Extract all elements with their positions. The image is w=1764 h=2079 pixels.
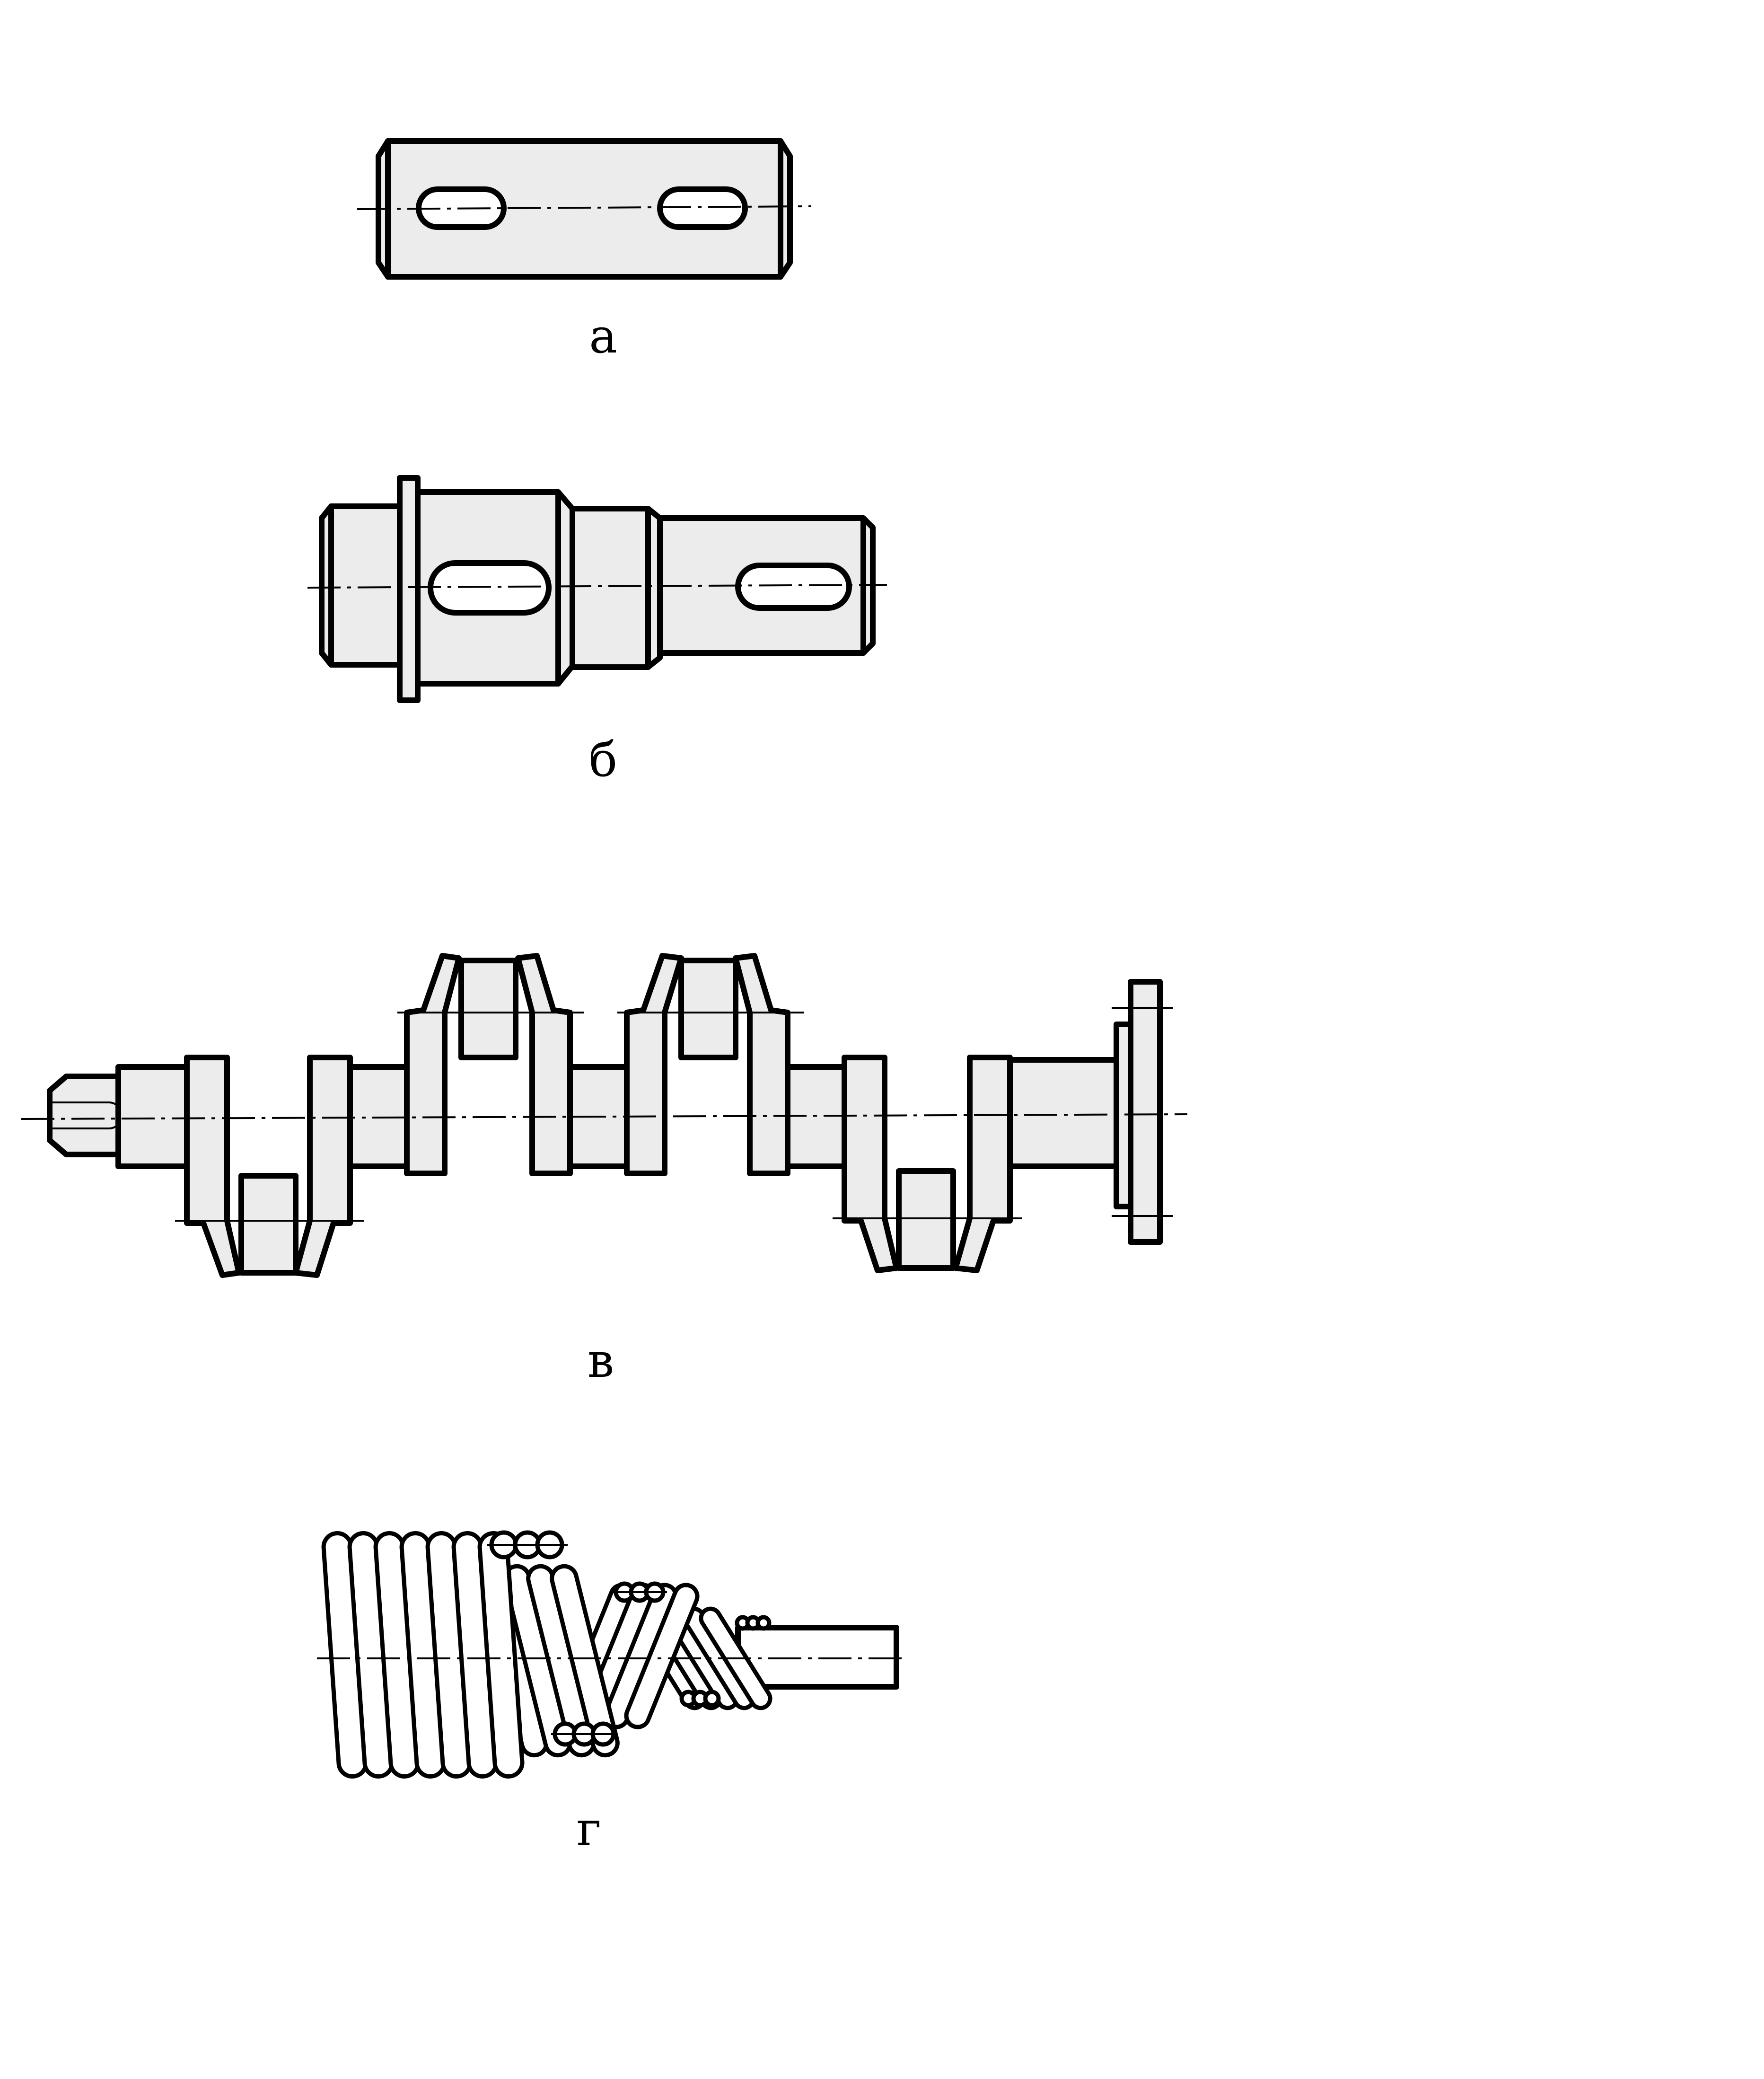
core-rod — [735, 1625, 899, 1690]
keyway-small — [735, 563, 852, 611]
figure-b-stepped-shaft: б — [307, 475, 887, 787]
figure-g-flexible-shaft: г — [317, 1530, 908, 1857]
figure-v-label: в — [588, 1333, 614, 1388]
figure-a-plain-shaft: а — [357, 138, 812, 364]
figure-b-label: б — [589, 732, 617, 787]
crank-nose — [47, 1074, 121, 1157]
keyway-right — [657, 186, 748, 230]
wire-sections — [487, 1530, 772, 1747]
figure-a-label: а — [589, 308, 617, 364]
figure-v-crankshaft: в — [21, 953, 1188, 1388]
collar — [397, 475, 421, 703]
crank-flange — [1128, 979, 1163, 1245]
figure-g-label: г — [577, 1801, 601, 1857]
coil-layer-outer — [321, 1531, 525, 1779]
